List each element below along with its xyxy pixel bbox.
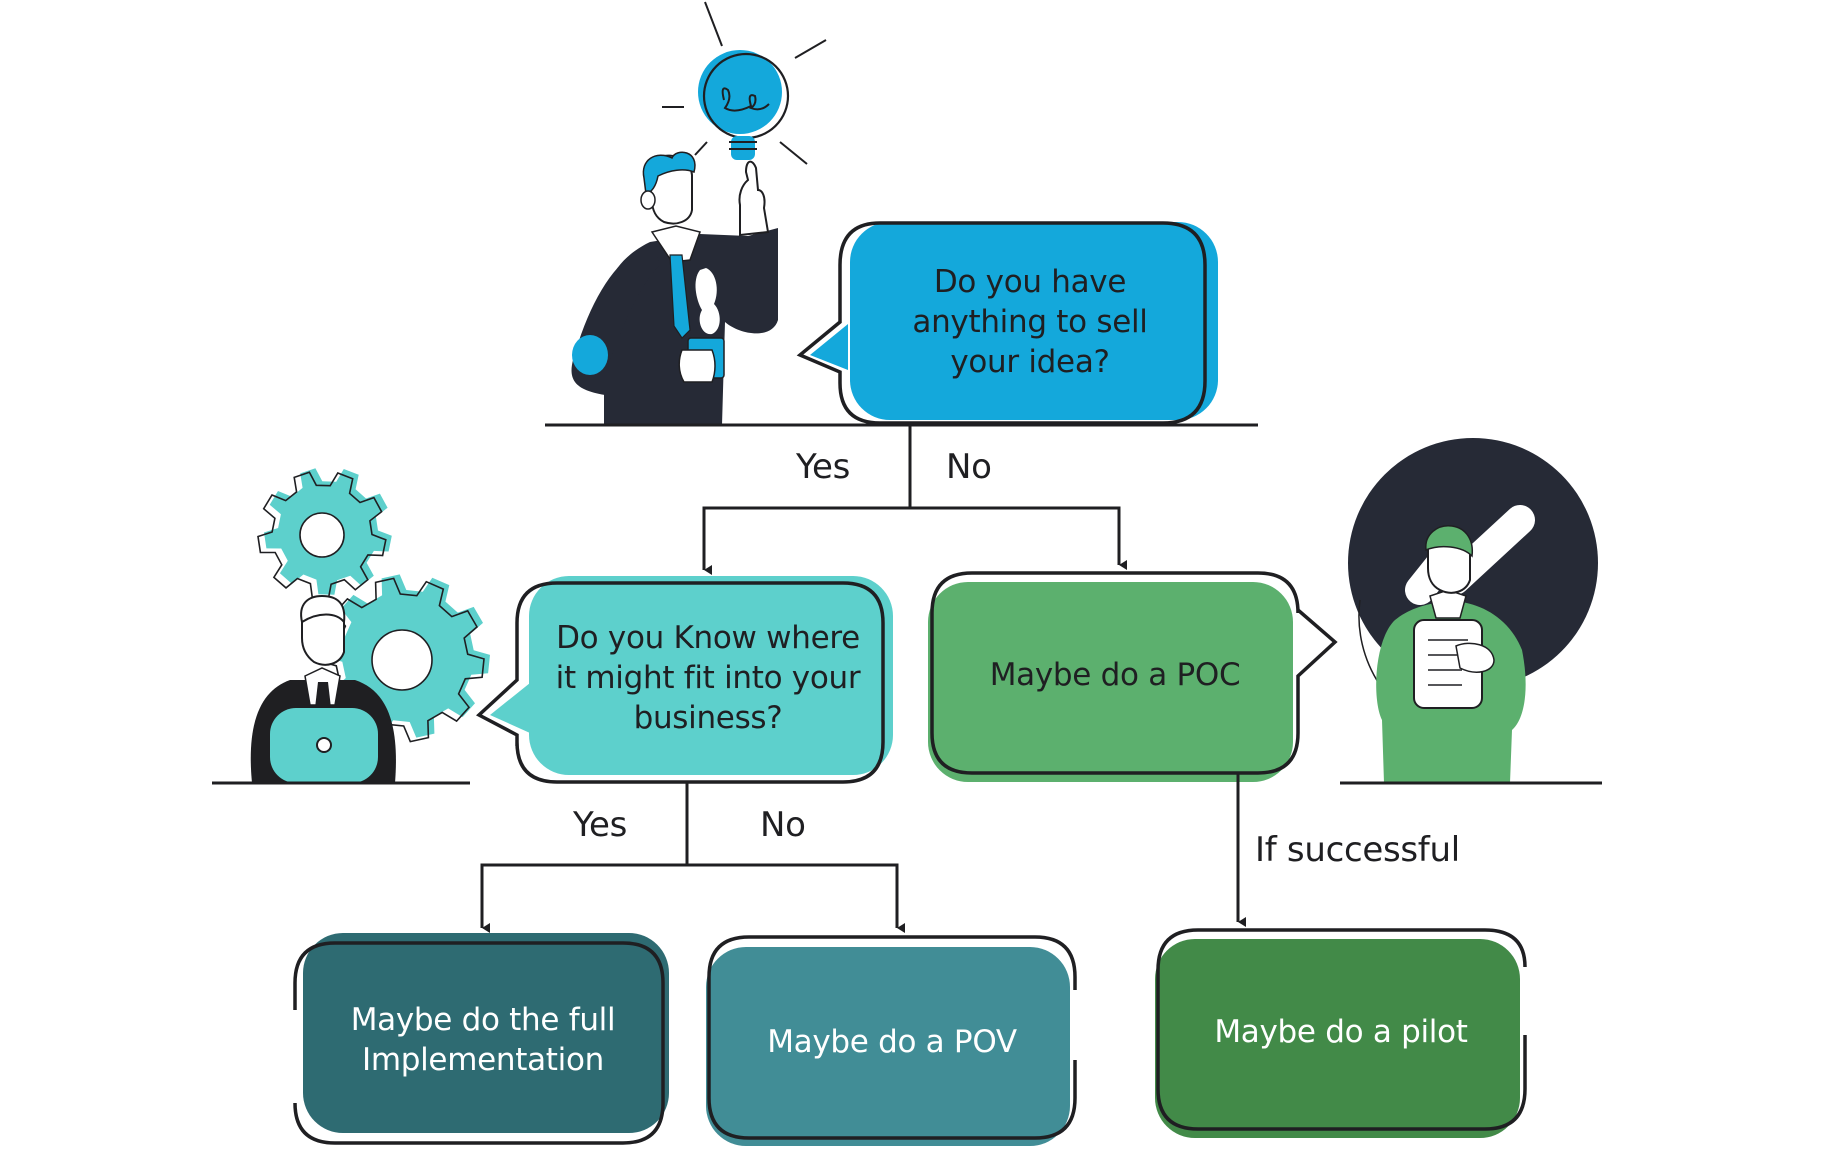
node-pilot-shape	[1155, 928, 1527, 1138]
connectors	[480, 425, 1246, 933]
node-pov: Maybe do a POV	[767, 1024, 1017, 1060]
node-question-2: Do you Know where it might fit into your…	[555, 620, 861, 736]
checklist-man-illustration	[1348, 438, 1598, 783]
edge-label-q2-yes: Yes	[573, 805, 627, 845]
node-pilot: Maybe do a pilot	[1214, 1014, 1468, 1050]
lightbulb-icon	[698, 50, 790, 160]
node-question-2-shape	[475, 576, 893, 784]
node-pov-shape	[706, 935, 1077, 1146]
edge-label-q1-no: No	[946, 447, 992, 487]
gear-hole	[299, 512, 345, 558]
light-rays-icon	[662, 1, 827, 165]
node-question-1: Do you have anything to sell your idea?	[912, 264, 1148, 380]
edge-label-if-successful: If successful	[1255, 830, 1460, 870]
gear-outline	[319, 577, 485, 743]
edge-label-q1-yes: Yes	[796, 447, 850, 487]
idea-man-illustration	[571, 1, 827, 425]
ground-lines	[212, 423, 1602, 785]
gear-outline	[257, 471, 387, 600]
node-poc-shape	[928, 571, 1338, 782]
gears-man-illustration	[250, 468, 490, 783]
node-question-1-shape	[796, 221, 1218, 425]
edge-q2-yes	[480, 863, 687, 933]
node-poc: Maybe do a POC	[989, 657, 1241, 693]
edge-q1-no	[910, 506, 1127, 570]
gear-small-icon	[257, 468, 392, 600]
edge-label-q2-no: No	[760, 805, 806, 845]
edge-q1-yes	[702, 506, 910, 575]
node-full-implementation-shape	[293, 933, 669, 1145]
node-full-implementation: Maybe do the full Implementation	[350, 1002, 616, 1078]
gear-hole	[371, 629, 433, 691]
edge-q2-no	[687, 863, 905, 933]
